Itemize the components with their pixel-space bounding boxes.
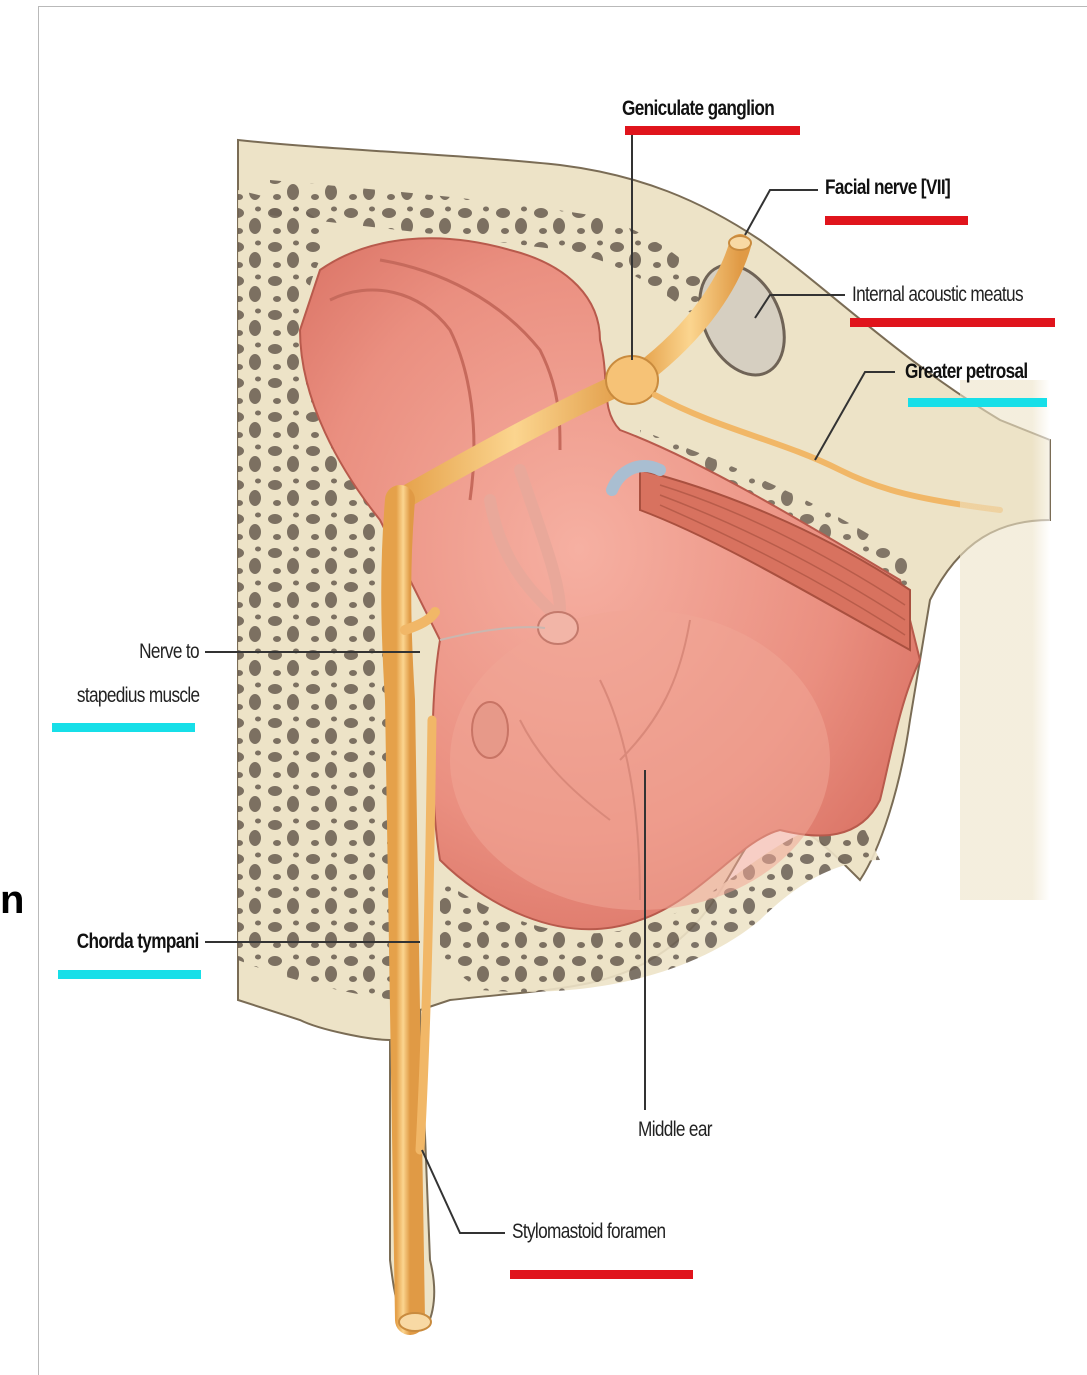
label-nerve-to-stapedius-line1: Nerve to xyxy=(139,640,199,664)
leader-facial-nerve xyxy=(745,190,818,235)
underline-geniculate-ganglion xyxy=(625,126,800,135)
underline-chorda-tympani xyxy=(58,970,201,979)
geniculate-ganglion-body xyxy=(606,356,658,404)
promontory-bulge xyxy=(472,702,508,758)
leader-stylomastoid-foramen xyxy=(422,1150,505,1233)
label-geniculate-ganglion: Geniculate ganglion xyxy=(622,97,774,121)
underline-internal-acoustic-meatus xyxy=(850,318,1055,327)
facial-nerve-cut-end xyxy=(399,1313,431,1331)
label-greater-petrosal: Greater petrosal xyxy=(905,360,1028,384)
label-facial-nerve: Facial nerve [VII] xyxy=(825,176,950,200)
label-stylomastoid-foramen: Stylomastoid foramen xyxy=(512,1220,665,1244)
facial-nerve-trunk-end xyxy=(729,236,751,250)
facial-nerve-vertical xyxy=(396,500,410,1320)
underline-stylomastoid-foramen xyxy=(510,1270,693,1279)
underline-nerve-to-stapedius xyxy=(52,723,195,732)
label-middle-ear: Middle ear xyxy=(638,1118,712,1142)
underline-greater-petrosal xyxy=(908,398,1047,407)
label-chorda-tympani: Chorda tympani xyxy=(77,930,199,954)
label-nerve-to-stapedius-line2: stapedius muscle xyxy=(76,684,199,708)
underline-facial-nerve xyxy=(825,216,968,225)
label-internal-acoustic-meatus: Internal acoustic meatus xyxy=(852,283,1023,307)
cropped-edge-letter: n xyxy=(0,878,24,922)
right-fade xyxy=(960,380,1050,900)
